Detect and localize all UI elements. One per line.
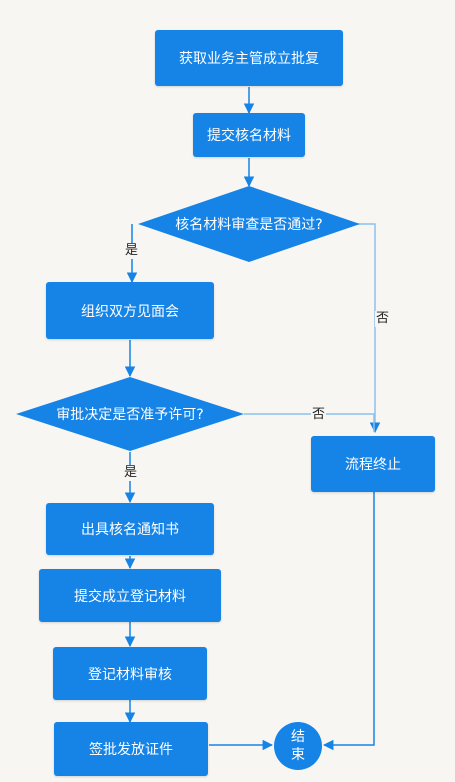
issue-certificate-node: 签批发放证件 bbox=[54, 722, 208, 776]
issue-certificate-label: 签批发放证件 bbox=[89, 742, 173, 758]
terminate-node: 流程终止 bbox=[311, 436, 435, 492]
get-approval-label: 获取业务主管成立批复 bbox=[179, 51, 319, 67]
issue-notice-label: 出具核名通知书 bbox=[81, 522, 179, 538]
edge-terminate-to-end bbox=[322, 492, 375, 751]
edge-check-no bbox=[358, 223, 381, 434]
end-label-line2: 束 bbox=[291, 747, 305, 763]
no-label-decision: 否 bbox=[311, 407, 327, 423]
edge-decision-no bbox=[244, 413, 375, 432]
organize-meeting-label: 组织双方见面会 bbox=[81, 303, 179, 320]
name-check-diamond bbox=[138, 186, 360, 262]
organize-meeting-node: 组织双方见面会 bbox=[46, 282, 214, 339]
yes-label-check: 是 bbox=[124, 243, 140, 259]
get-approval-node: 获取业务主管成立批复 bbox=[155, 30, 343, 86]
name-check-text: 核名材料审查是否通过? bbox=[175, 217, 322, 233]
terminate-label: 流程终止 bbox=[345, 457, 401, 473]
no-label-check: 否 bbox=[375, 311, 391, 327]
submit-name-materials-label: 提交核名材料 bbox=[207, 128, 291, 144]
issue-notice-node: 出具核名通知书 bbox=[46, 503, 214, 555]
approval-decision-diamond bbox=[16, 377, 244, 451]
submit-name-materials-node: 提交核名材料 bbox=[193, 113, 305, 157]
end-label-line1: 结 bbox=[291, 729, 305, 745]
review-reg-node: 登记材料审核 bbox=[53, 647, 207, 700]
submit-reg-materials-label: 提交成立登记材料 bbox=[74, 588, 186, 605]
yes-label-decision: 是 bbox=[123, 465, 139, 481]
submit-reg-materials-node: 提交成立登记材料 bbox=[39, 569, 221, 622]
end-node: 结 束 bbox=[274, 722, 322, 770]
review-reg-label: 登记材料审核 bbox=[88, 666, 172, 683]
approval-decision-text: 审批决定是否准予许可? bbox=[56, 407, 203, 423]
